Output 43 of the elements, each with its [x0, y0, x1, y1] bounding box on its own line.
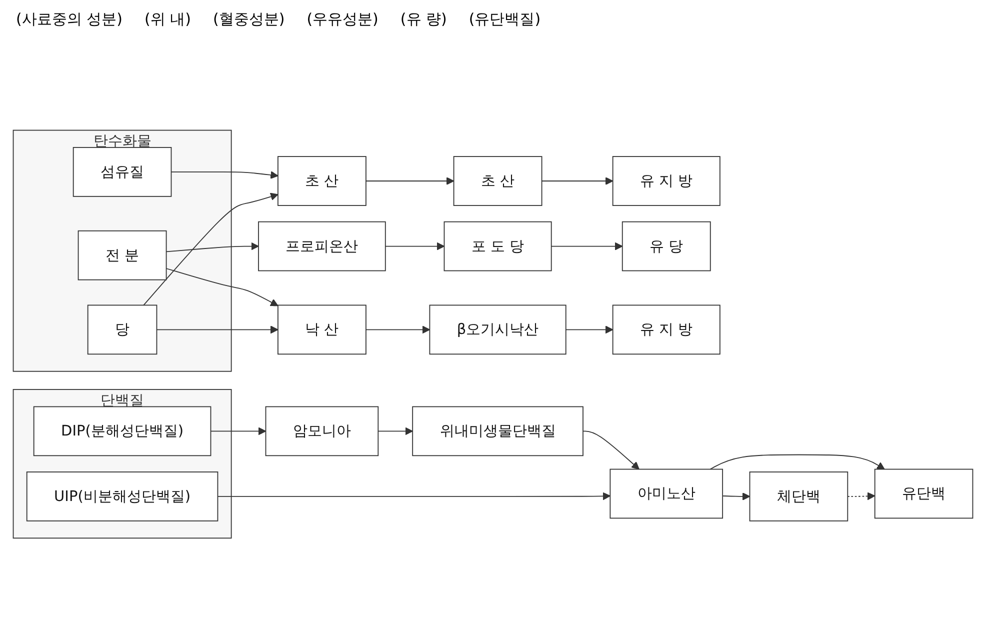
node-box: 포 도 당: [444, 221, 552, 271]
node-box: 유 당: [622, 221, 711, 271]
node-box: UIP(비분해성단백질): [26, 471, 218, 522]
arrow: [210, 427, 266, 435]
arrow: [217, 492, 611, 500]
node-box: 초 산: [453, 156, 542, 206]
node-box: 전 분: [78, 230, 167, 280]
node-box: 프로피온산: [258, 221, 386, 271]
arrow: [170, 170, 278, 179]
column-heading: (유단백질): [468, 10, 541, 29]
node-box: 유 지 방: [612, 156, 720, 206]
node-box: DIP(분해성단백질): [33, 406, 212, 456]
arrow: [143, 192, 278, 306]
arrow: [366, 325, 430, 334]
column-heading: (사료중의 성분): [16, 10, 122, 29]
arrow: [550, 242, 623, 250]
node-box: β오기시낙산: [429, 304, 566, 354]
arrow: [378, 427, 413, 435]
node-box: 위내미생물단백질: [412, 406, 584, 456]
node-box: 낙 산: [278, 304, 366, 354]
node-box: 체단백: [749, 471, 848, 522]
node-box: 아미노산: [610, 468, 724, 518]
arrow: [384, 242, 445, 250]
arrow: [847, 492, 876, 500]
node-box: 초 산: [278, 156, 366, 206]
column-heading: (유 량): [400, 10, 447, 29]
column-heading: (혈중성분): [212, 10, 285, 29]
arrow: [166, 268, 278, 306]
arrow: [582, 430, 640, 470]
arrow: [156, 325, 278, 334]
node-box: 당: [87, 304, 158, 354]
arrow: [565, 325, 614, 334]
column-heading: (위 내): [144, 10, 191, 29]
arrow: [541, 176, 614, 185]
arrow: [366, 176, 454, 185]
node-box: 유 지 방: [612, 304, 720, 354]
node-box: 암모니아: [265, 406, 379, 456]
arrow: [166, 242, 259, 252]
node-box: 섬유질: [72, 146, 172, 197]
column-heading: (우유성분): [306, 10, 378, 29]
arrow: [710, 454, 885, 470]
node-box: 유단백: [874, 468, 974, 518]
arrow: [722, 492, 750, 500]
